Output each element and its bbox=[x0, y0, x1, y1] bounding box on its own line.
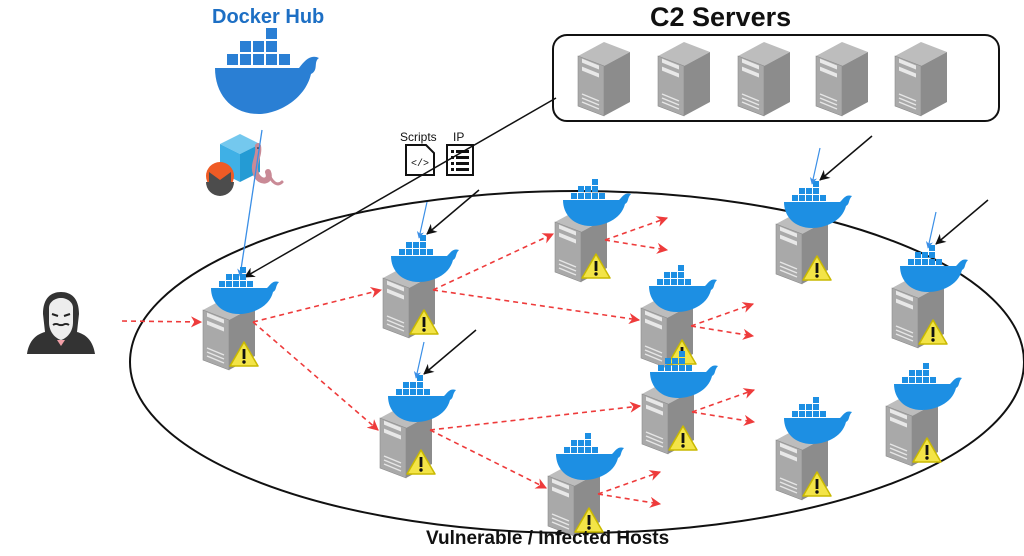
attacker-hacker-icon bbox=[27, 292, 95, 354]
docker-whale-icon bbox=[649, 265, 717, 312]
infected-host bbox=[202, 267, 279, 371]
script-file-icon: </> bbox=[405, 144, 435, 176]
hosts-group bbox=[202, 135, 989, 537]
image-pull-arrow bbox=[416, 201, 428, 239]
infection-spread-arrow bbox=[429, 401, 642, 431]
infected-host bbox=[641, 351, 718, 455]
infection-spread-arrow bbox=[604, 216, 669, 241]
docker-whale-icon bbox=[894, 363, 962, 410]
c2-servers-title: C2 Servers bbox=[650, 2, 792, 32]
infection-spread-arrow bbox=[121, 316, 203, 328]
infection-spread-arrow bbox=[432, 233, 555, 291]
docker-whale-icon bbox=[563, 179, 631, 226]
docker-whale-icon bbox=[784, 397, 852, 444]
infected-host bbox=[775, 135, 873, 285]
c2-link-arrow bbox=[819, 135, 873, 181]
infection-spread-arrow bbox=[252, 321, 379, 431]
infected-host bbox=[554, 179, 631, 283]
infected-host bbox=[885, 363, 962, 467]
c2-link-arrow bbox=[423, 329, 477, 375]
infection-spread-arrow bbox=[432, 289, 641, 325]
c2-link-arrow bbox=[935, 199, 989, 245]
image-pull-arrow bbox=[809, 147, 821, 185]
c2-server-icon bbox=[657, 41, 711, 117]
svg-text:</>: </> bbox=[411, 158, 429, 170]
c2-server-icon bbox=[815, 41, 869, 117]
ip-label: IP bbox=[453, 130, 465, 144]
docker-hub-title: Docker Hub bbox=[212, 6, 325, 28]
infected-host bbox=[382, 189, 480, 339]
image-pull-arrow bbox=[413, 341, 425, 379]
ip-list-icon bbox=[446, 144, 474, 176]
c2-server-icon bbox=[737, 41, 791, 117]
docker-whale-icon bbox=[211, 267, 279, 314]
docker-whale-icon bbox=[388, 375, 456, 422]
c2-server-icon bbox=[577, 41, 631, 117]
infection-spread-arrow bbox=[252, 287, 383, 323]
infection-spread-arrow bbox=[690, 325, 755, 340]
docker-whale-icon bbox=[900, 245, 968, 292]
infected-host bbox=[379, 329, 477, 479]
image-pull-arrow bbox=[925, 211, 937, 249]
c2-server-icon bbox=[894, 41, 948, 117]
spread-edges-group bbox=[121, 216, 756, 508]
infection-spread-arrow bbox=[597, 493, 662, 508]
infection-spread-arrow bbox=[429, 429, 548, 489]
infected-host bbox=[547, 433, 624, 537]
vulnerable-hosts-title: Vulnerable / Infected Hosts bbox=[426, 528, 670, 549]
infected-host bbox=[891, 199, 989, 349]
scripts-label: Scripts bbox=[400, 130, 437, 144]
image-pull-line bbox=[237, 129, 263, 277]
c2-link-line bbox=[244, 97, 557, 278]
docker-whale-icon bbox=[784, 181, 852, 228]
docker-whale-icon bbox=[556, 433, 624, 480]
infection-spread-arrow bbox=[690, 302, 755, 327]
infection-spread-arrow bbox=[691, 411, 756, 426]
docker-whale-icon bbox=[391, 235, 459, 282]
infection-spread-arrow bbox=[597, 470, 662, 495]
docker-hub-whale-icon bbox=[215, 28, 319, 114]
infected-host bbox=[775, 397, 852, 501]
c2-link-arrow bbox=[426, 189, 480, 235]
infection-spread-arrow bbox=[691, 388, 756, 413]
infection-spread-arrow bbox=[604, 239, 669, 254]
monero-icon bbox=[206, 162, 234, 196]
